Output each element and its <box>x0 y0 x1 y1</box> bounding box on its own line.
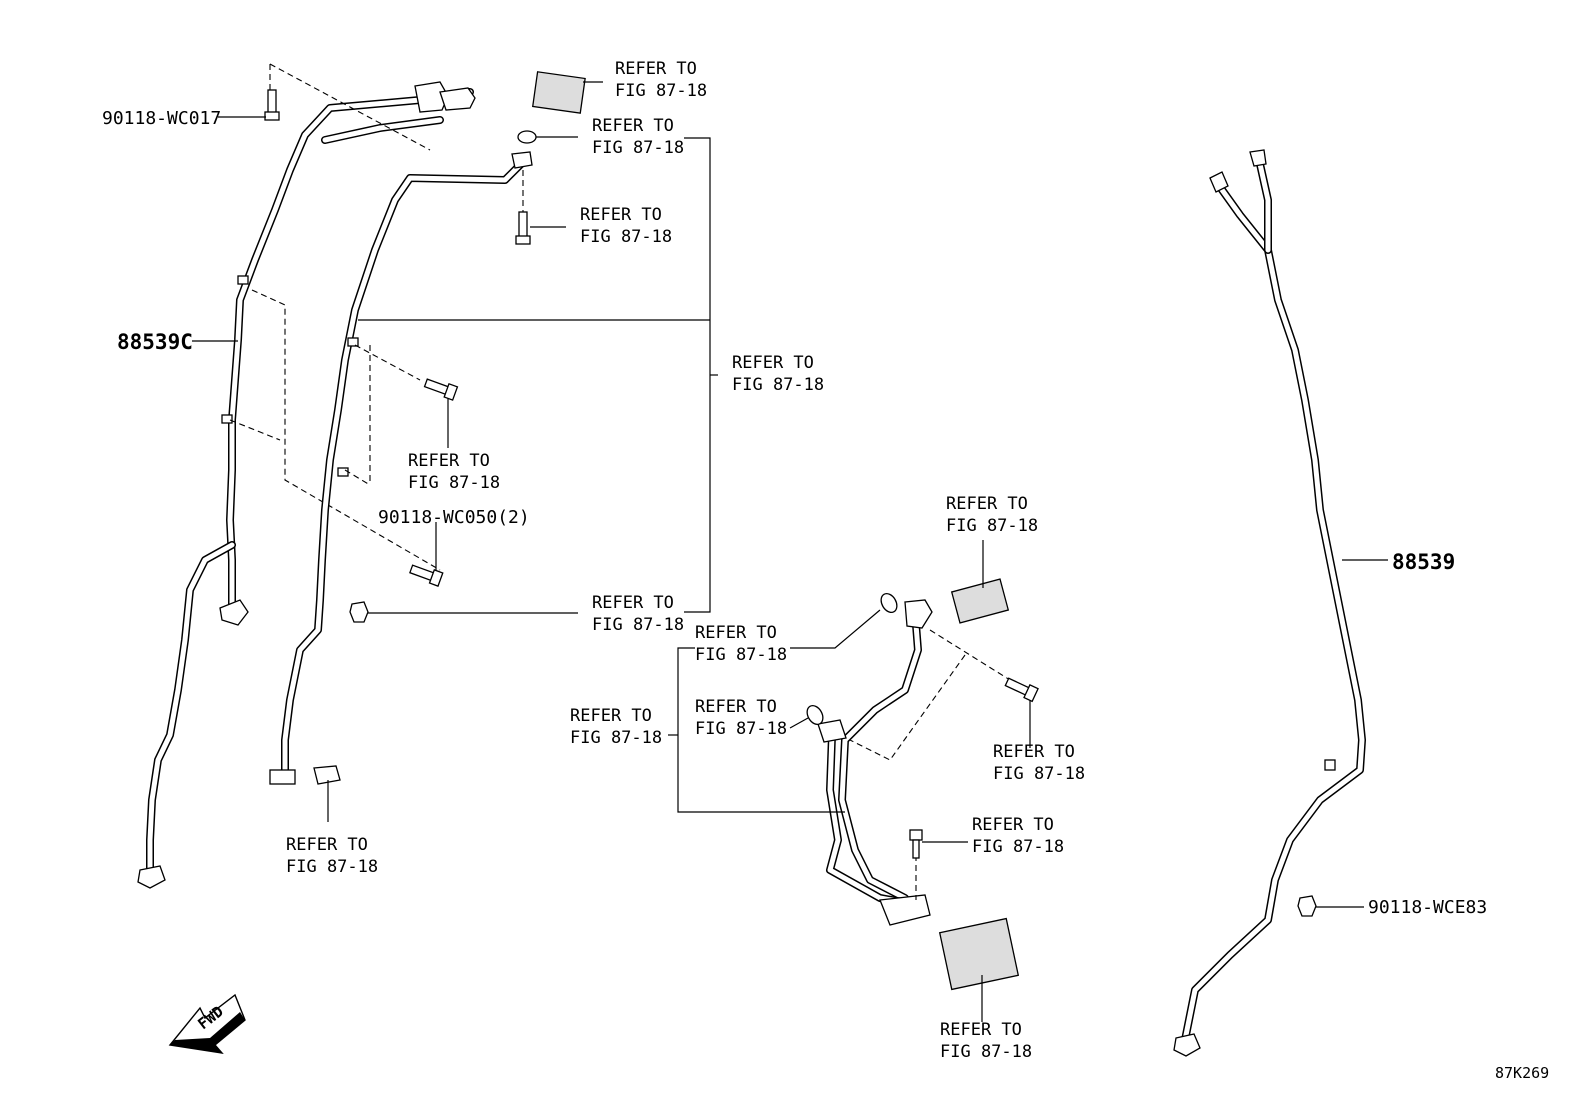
svg-text:FIG 87-18: FIG 87-18 <box>972 837 1064 857</box>
dash-line <box>929 629 1011 681</box>
bracket-line <box>677 647 845 813</box>
svg-text:FIG 87-18: FIG 87-18 <box>592 138 684 158</box>
svg-text:REFER TO: REFER TO <box>946 494 1028 514</box>
pipe-assembly-center[interactable] <box>817 599 933 926</box>
part-number-90118-wce83[interactable]: 90118-WCE83 <box>1368 897 1487 918</box>
svg-text:FIG 87-18: FIG 87-18 <box>993 764 1085 784</box>
dash-line <box>251 289 441 571</box>
fwd-arrow-icon: FWD <box>168 993 246 1054</box>
svg-text:REFER TO: REFER TO <box>570 706 652 726</box>
svg-text:FIG 87-18: FIG 87-18 <box>732 375 824 395</box>
part-number-88539c[interactable]: 88539C <box>117 330 193 354</box>
svg-text:REFER TO: REFER TO <box>286 835 368 855</box>
svg-text:REFER TO: REFER TO <box>592 593 674 613</box>
dash-line <box>354 344 421 381</box>
o-ring-part[interactable] <box>804 703 826 727</box>
svg-text:FIG 87-18: FIG 87-18 <box>695 645 787 665</box>
dash-line <box>849 654 966 761</box>
svg-text:REFER TO: REFER TO <box>580 205 662 225</box>
svg-text:FIG 87-18: FIG 87-18 <box>940 1042 1032 1062</box>
dash-line <box>344 469 371 486</box>
svg-text:FIG 87-18: FIG 87-18 <box>946 516 1038 536</box>
part-number-90118-wc050[interactable]: 90118-WC050(2) <box>378 507 530 528</box>
part-number-90118-wc017[interactable]: 90118-WC017 <box>102 108 221 129</box>
clip-icon[interactable] <box>1297 895 1317 917</box>
wire-harness-88539c[interactable] <box>137 81 476 889</box>
pad-part[interactable] <box>531 71 586 114</box>
svg-text:FIG 87-18: FIG 87-18 <box>695 719 787 739</box>
bolt-icon[interactable] <box>515 211 531 245</box>
svg-text:FIG 87-18: FIG 87-18 <box>580 227 672 247</box>
leader-line <box>789 717 809 729</box>
bolt-icon[interactable] <box>264 89 280 121</box>
svg-text:REFER TO: REFER TO <box>408 451 490 471</box>
svg-text:REFER TO: REFER TO <box>695 697 777 717</box>
pad-part[interactable] <box>938 917 1020 991</box>
leader-line <box>790 609 881 649</box>
grommet-part[interactable] <box>313 765 341 785</box>
svg-text:FIG 87-18: FIG 87-18 <box>286 857 378 877</box>
svg-text:REFER TO: REFER TO <box>732 353 814 373</box>
wire-harness-88539[interactable] <box>1173 149 1366 1057</box>
svg-text:REFER TO: REFER TO <box>695 623 777 643</box>
svg-text:FIG 87-18: FIG 87-18 <box>615 81 707 101</box>
bolt-icon[interactable] <box>1004 676 1039 703</box>
svg-text:REFER TO: REFER TO <box>615 59 697 79</box>
part-number-88539[interactable]: 88539 <box>1392 550 1455 574</box>
svg-text:FIG 87-18: FIG 87-18 <box>570 728 662 748</box>
o-ring-part[interactable] <box>878 591 900 615</box>
dash-line <box>229 419 281 441</box>
pad-part[interactable] <box>950 578 1010 624</box>
clip-icon[interactable] <box>349 601 369 623</box>
svg-text:REFER TO: REFER TO <box>592 116 674 136</box>
bolt-icon[interactable] <box>423 376 459 401</box>
bracket-line <box>684 137 711 613</box>
svg-text:REFER TO: REFER TO <box>993 742 1075 762</box>
svg-text:REFER TO: REFER TO <box>972 815 1054 835</box>
o-ring-part[interactable] <box>517 130 537 144</box>
figure-code: 87K269 <box>1495 1064 1549 1082</box>
svg-text:REFER TO: REFER TO <box>940 1020 1022 1040</box>
bolt-icon[interactable] <box>409 562 444 587</box>
dash-line <box>269 63 431 151</box>
bolt-icon[interactable] <box>909 829 923 859</box>
pipe-middle-left[interactable] <box>269 151 533 785</box>
svg-text:FIG 87-18: FIG 87-18 <box>408 473 500 493</box>
svg-text:FIG 87-18: FIG 87-18 <box>592 615 684 635</box>
